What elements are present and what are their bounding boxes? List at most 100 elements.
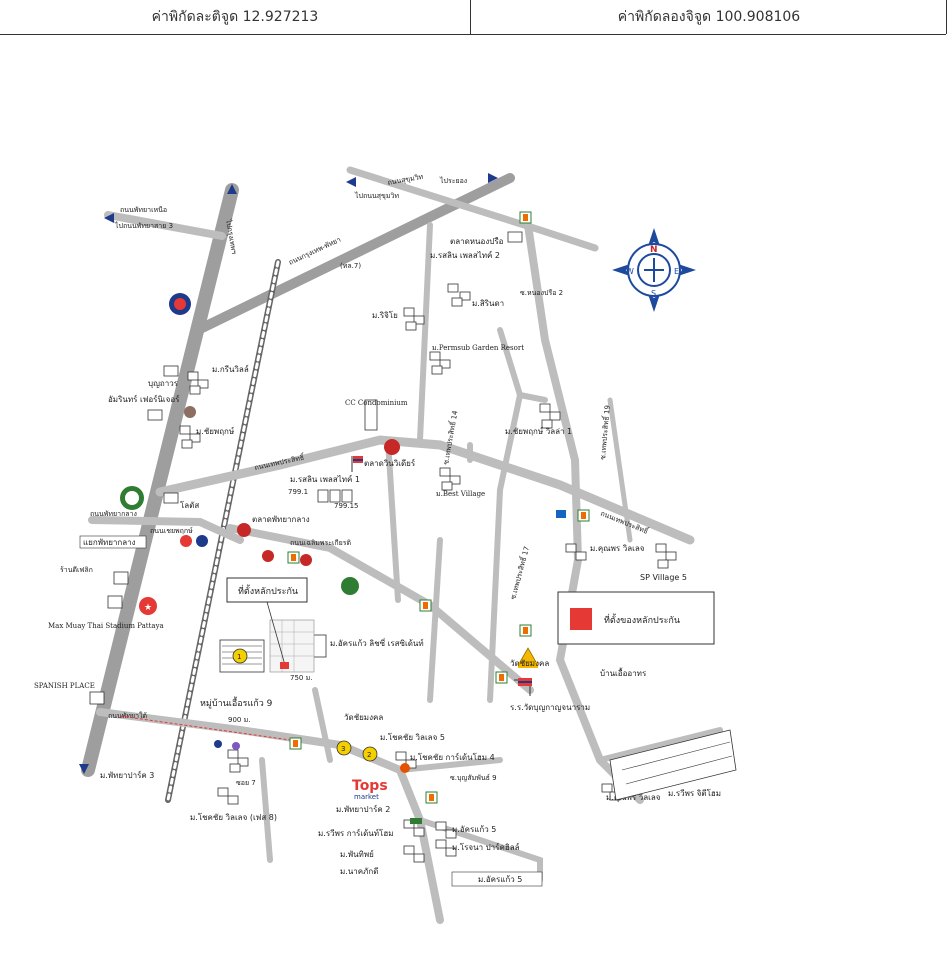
label-chokchai-5: ม.โชคชัย วิลเลจ 5 — [380, 732, 445, 742]
label-chokchai-villa: ม.ริจิโย — [372, 310, 398, 320]
label-ampbro: อัมรินทร์ เฟอร์นิเจอร์ — [108, 394, 180, 404]
landmark-logos: ★ — [120, 293, 566, 824]
road-label-pattaya-tai: ถนนพัทยาใต้ — [108, 711, 147, 720]
road-label-pattaya-klang: ถนนพัทยากลาง — [90, 510, 137, 518]
road-label-boonsamphan-9: ซ.บุญสัมพันธ์ 9 — [450, 774, 497, 782]
legend: ที่ตั้งของหลักประกัน — [557, 591, 715, 645]
label-best-village: ม.Best Village — [436, 490, 485, 498]
road-chaiyaphruek — [226, 524, 534, 694]
arrow-up-icon — [227, 184, 237, 194]
road-label-to-rayong: ไประยอง — [439, 176, 467, 185]
tops-market: Tops market — [352, 778, 388, 801]
legend-swatch — [570, 608, 592, 630]
road-label-soi-14: ซ.เทพประสิทธิ์ 14 — [440, 409, 459, 465]
label-pattaya-market: ตลาดพัทยากลาง — [252, 515, 310, 524]
arrow-down-icon — [79, 764, 89, 774]
label-rosita-1: ม.รสลิน เพลสไทค์ 1 — [290, 474, 360, 484]
project-plot: ที่ตั้งหลักประกัน หมู่บ้านเอื้อรแก้ว 9 7… — [119, 577, 315, 741]
label-thepprasit-market: ตลาดวินวิเดียร์ — [364, 458, 416, 468]
label-green-villa: ม.กรีนวิลล์ — [212, 364, 249, 374]
label-wat-school: ร.ร.วัดบุญกาญจนาราม — [510, 703, 590, 712]
label-eakarat-sophon: ม.อัครแก้ว ลิชซี่ เรสซิเด้นท์ — [330, 637, 424, 648]
road-label-soi-19: ซ.เทพประสิทธิ์ 19 — [597, 405, 612, 461]
road-label-soi-7: ซอย 7 — [236, 779, 256, 787]
road-label-nongprue-2: ซ.หนองปรือ 2 — [520, 289, 563, 297]
road-labels: ถนนสุขุมวิท ไประยอง ไปถนนสุขุมวิท ไปถนนพ… — [90, 173, 651, 787]
label-baan-chai: ม.ชัยพฤกษ์ — [196, 426, 234, 436]
label-chokchai-4: ม.โชคชัย การ์เด้นโฮม 4 — [410, 752, 495, 762]
compass-w: W — [626, 267, 634, 276]
village-icons — [89, 231, 677, 863]
label-road-number-2: 799.15 — [334, 502, 359, 510]
svg-text:★: ★ — [144, 603, 152, 613]
arrow-right-icon — [488, 173, 498, 183]
road-label-pattaya-nuea: ถนนพัทยาเหนือ — [120, 206, 167, 214]
compass-e: E — [674, 267, 679, 276]
location-marker[interactable] — [280, 662, 289, 669]
label-siam-country: ร้านดีเฟลิก — [60, 566, 93, 574]
coordinate-bar: ค่าพิกัดละติจูด 12.927213 ค่าพิกัดลองจิจ… — [0, 0, 947, 35]
road-label-soi-17: ซ.เทพประสิทธิ์ 17 — [507, 545, 531, 601]
label-eakarat-sign: ม.อัครแก้ว 5 — [478, 875, 522, 884]
label-spanish-place: SPANISH PLACE — [34, 682, 95, 690]
location-callout-label: ที่ตั้งหลักประกัน — [238, 584, 298, 597]
compass-n: N — [650, 245, 658, 255]
label-max-muay-thai: Max Muay Thai Stadium Pattaya — [48, 622, 164, 630]
label-baan-eua: บ้านเอื้ออาทร — [600, 667, 647, 678]
label-permsub: ม.Permsub Garden Resort — [432, 344, 524, 352]
label-cc-condo: CC Condominium — [345, 399, 408, 407]
longitude-label: ค่าพิกัดลองจิจูด 100.908106 — [472, 0, 947, 34]
place-labels: ตลาดหนองปรือ ม.รสลิน เพลสไทค์ 2 ม.สิรินด… — [34, 237, 721, 887]
road-label-chaiyaphruek: ถนนเชยพฤกษ์ — [150, 527, 193, 535]
label-sirinda: ม.สิรินดา — [472, 299, 504, 308]
label-chokchai-garden: ม.ชัยพฤกษ์ วิลล่า 1 — [505, 426, 572, 436]
label-pattaya-bridge: แยกพัทยากลาง — [83, 538, 136, 547]
label-rawiphorn: ม.รวีพร การ์เด้นท์โฮม — [318, 828, 393, 838]
label-nakarakdee: ม.นาคภักดี — [340, 867, 378, 876]
distance-2: 900 ม. — [228, 716, 250, 724]
compass-s: S — [651, 289, 656, 298]
label-rawiphorn-lake: ม.รวีพร จิตีโฮม — [668, 788, 721, 798]
label-chokchai-8: ม.โชคชัย วิลเลจ (เฟส 8) — [190, 812, 277, 822]
tops-logo: Tops — [352, 778, 388, 794]
road-label-to-sukhumvit: ไปถนนสุขุมวิท — [354, 191, 399, 200]
label-kunpon: ม.คุณพร วิลเลจ — [590, 544, 645, 553]
tops-sub: market — [354, 793, 379, 801]
arrow-left-icon — [104, 213, 114, 223]
temple-icon — [514, 647, 538, 696]
label-road-number: 799.1 — [288, 488, 308, 496]
marker-2: 2 — [367, 751, 371, 759]
label-bukit: บุญถาวร — [148, 379, 179, 388]
latitude-label: ค่าพิกัดละติจูด 12.927213 — [0, 0, 471, 34]
road-sukhumvit — [81, 183, 239, 777]
compass-icon: N E S W — [612, 228, 696, 312]
rawiphorn-block — [609, 729, 737, 801]
road-thepprasit — [155, 435, 695, 545]
project-name: หมู่บ้านเอื้อรแก้ว 9 — [200, 696, 273, 709]
legend-label: ที่ตั้งของหลักประกัน — [604, 613, 680, 626]
road-label-no-7: (ทล.7) — [340, 262, 361, 270]
label-rojana-park: ม.โรจนา ปาร์คฮิลล์ — [452, 842, 520, 852]
seven-eleven-markers — [287, 211, 590, 804]
road-label-chaloemphrakiat: ถนนเฉลิมพระเกียรติ — [290, 539, 351, 547]
arrow-left-icon-2 — [346, 177, 356, 187]
marker-1: 1 — [237, 653, 241, 661]
label-nongprue-market: ตลาดหนองปรือ — [450, 237, 504, 246]
label-wat-chaimongkhon: วัดชัยมงคล — [344, 713, 383, 722]
label-lotus: โลตัส — [180, 500, 199, 510]
numbered-markers: 1 2 3 — [232, 648, 378, 762]
road-pattaya-nuea — [104, 211, 226, 240]
label-wat: วัดชัยมงคล — [510, 659, 549, 668]
direction-arrows — [79, 173, 498, 774]
school-flag — [351, 456, 363, 472]
road-soi-lower — [96, 708, 344, 749]
label-pattaya-park-3: ม.พัทยาปาร์ค 3 — [100, 770, 154, 780]
label-rosita-2: ม.รสลิน เพลสไทค์ 2 — [430, 250, 500, 260]
label-pattaya-park-2: ม.พัทยาปาร์ค 2 — [336, 804, 390, 814]
label-eakarat-5: ม.อัครแก้ว 5 — [452, 825, 496, 834]
marker-3: 3 — [341, 745, 345, 753]
label-kunpon-2: ม.คุณพร วิลเลจ — [606, 793, 661, 802]
distance-1: 750 ม. — [290, 674, 312, 682]
road-pattaya-klang — [88, 516, 244, 544]
